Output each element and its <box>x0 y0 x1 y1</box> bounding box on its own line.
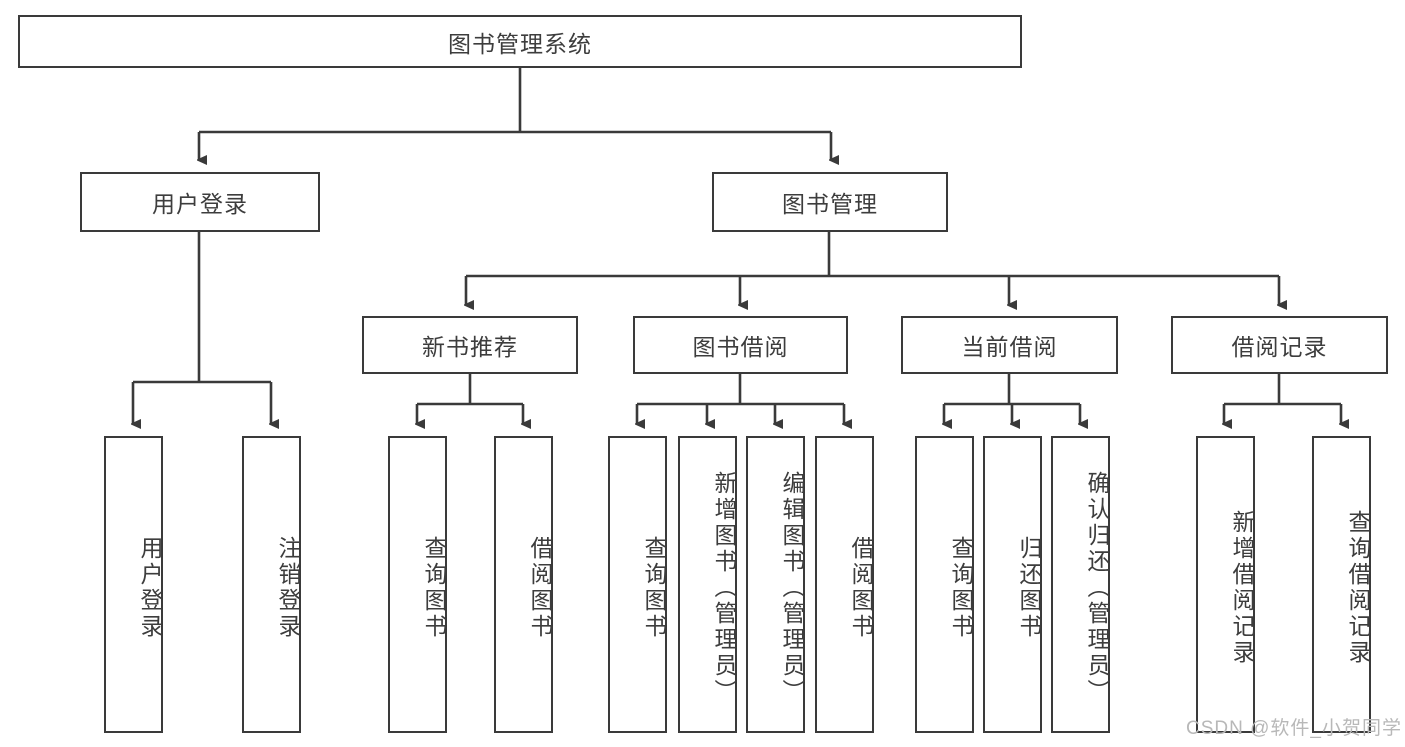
node-label: 确认归还（管理员） <box>1084 470 1110 705</box>
node-label: 借阅记录 <box>1231 334 1328 360</box>
leaf-query-book-new[interactable]: 查询图书 <box>388 436 447 733</box>
leaf-confirm-return-admin[interactable]: 确认归还（管理员） <box>1051 436 1110 733</box>
leaf-return-book[interactable]: 归还图书 <box>983 436 1042 733</box>
node-label: 归还图书 <box>1016 535 1042 640</box>
node-label: 新书推荐 <box>422 334 518 360</box>
node-label: 用户登录 <box>137 535 163 640</box>
node-label: 借阅图书 <box>527 535 553 640</box>
node-user-login[interactable]: 用户登录 <box>80 172 320 232</box>
leaf-borrow-book[interactable]: 借阅图书 <box>815 436 874 733</box>
node-book-management[interactable]: 图书管理 <box>712 172 948 232</box>
node-label: 注销登录 <box>275 535 301 640</box>
node-label: 图书管理系统 <box>448 30 592 57</box>
node-root-book-management-system[interactable]: 图书管理系统 <box>18 15 1022 68</box>
node-current-borrowing[interactable]: 当前借阅 <box>901 316 1118 374</box>
node-borrow-records[interactable]: 借阅记录 <box>1171 316 1388 374</box>
node-label: 新增借阅记录 <box>1229 509 1255 666</box>
leaf-user-login[interactable]: 用户登录 <box>104 436 163 733</box>
leaf-borrow-book-new[interactable]: 借阅图书 <box>494 436 553 733</box>
node-label: 当前借阅 <box>961 334 1058 360</box>
node-label: 编辑图书（管理员） <box>779 470 805 705</box>
leaf-edit-book-admin[interactable]: 编辑图书（管理员） <box>746 436 805 733</box>
leaf-add-borrow-record[interactable]: 新增借阅记录 <box>1196 436 1255 733</box>
node-label: 图书借阅 <box>692 334 789 360</box>
leaf-query-book-current[interactable]: 查询图书 <box>915 436 974 733</box>
node-label: 新增图书（管理员） <box>711 470 737 705</box>
node-new-book-recommendation[interactable]: 新书推荐 <box>362 316 578 374</box>
leaf-query-borrow-record[interactable]: 查询借阅记录 <box>1312 436 1371 733</box>
node-label: 图书管理 <box>782 191 878 217</box>
node-label: 查询图书 <box>421 535 447 640</box>
node-label: 查询图书 <box>948 535 974 640</box>
leaf-query-book-borrow[interactable]: 查询图书 <box>608 436 667 733</box>
leaf-logout[interactable]: 注销登录 <box>242 436 301 733</box>
leaf-add-book-admin[interactable]: 新增图书（管理员） <box>678 436 737 733</box>
node-label: 借阅图书 <box>848 535 874 640</box>
node-book-borrowing[interactable]: 图书借阅 <box>633 316 848 374</box>
csdn-watermark: CSDN @软件_小贺同学 <box>1186 718 1402 739</box>
node-label: 查询图书 <box>641 535 667 640</box>
node-label: 查询借阅记录 <box>1345 509 1371 666</box>
node-label: 用户登录 <box>152 191 248 217</box>
